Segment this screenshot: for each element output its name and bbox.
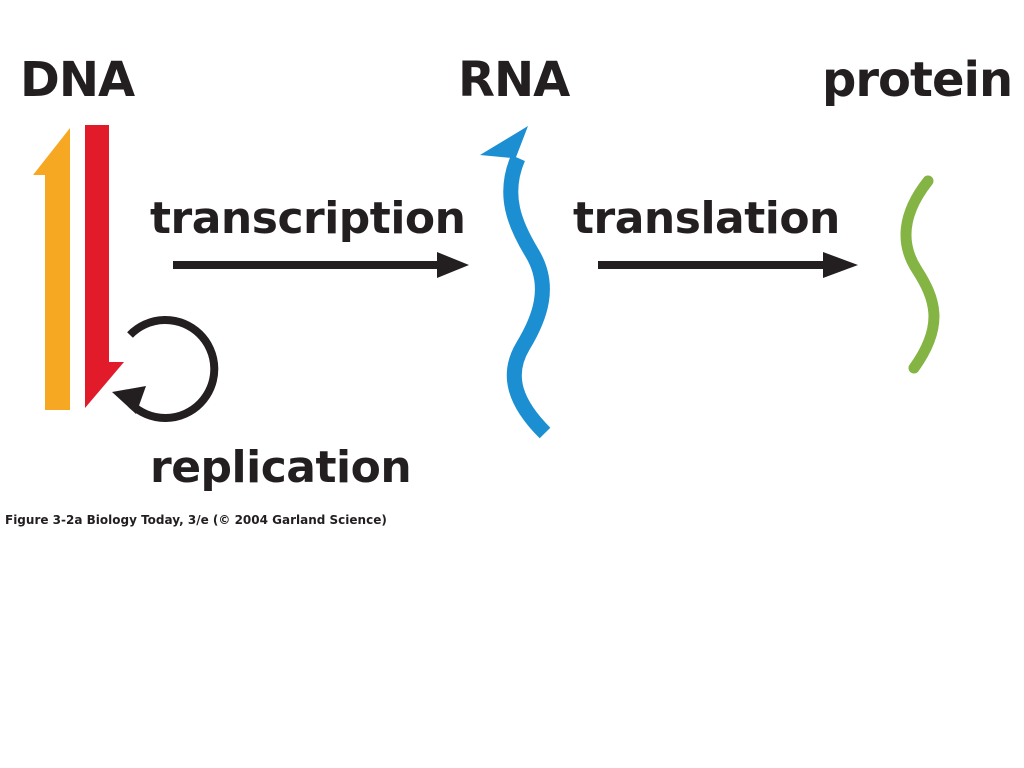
rna-label: RNA [458,52,570,108]
dna-strand-orange [33,128,70,410]
rna-arrowhead [480,126,528,178]
transcription-arrowhead [437,252,469,278]
protein-strand [900,175,940,374]
replication-circular-arrow [127,316,219,422]
translation-label: translation [573,193,840,244]
protein-label: protein [822,52,1013,108]
translation-arrow-shaft [598,261,830,269]
dna-label: DNA [20,52,135,108]
replication-arrowhead [112,386,146,414]
transcription-arrow-shaft [173,261,445,269]
transcription-label: transcription [150,193,466,244]
dna-strand-red [85,125,124,408]
figure-caption: Figure 3-2a Biology Today, 3/e (© 2004 G… [5,513,387,527]
replication-label: replication [150,442,412,493]
rna-strand [503,155,551,439]
translation-arrowhead [823,252,858,278]
